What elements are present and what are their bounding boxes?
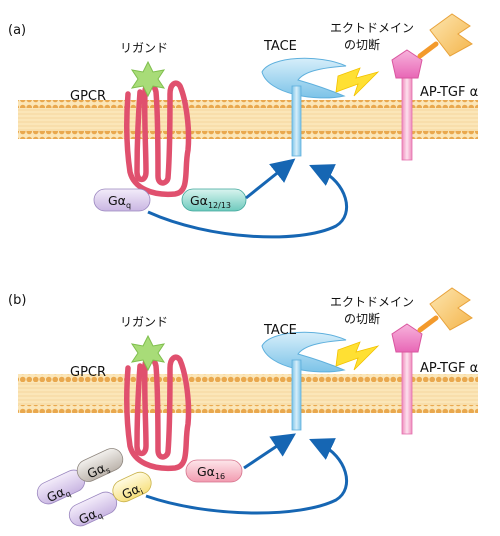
panel-label: (b) [8,293,26,308]
ap-tgf-alpha-label: AP-TGF α [420,85,478,100]
galpha-16-pill: Gα16 [185,459,243,483]
svg-text:Gαq: Gαq [108,193,131,210]
panel-a: (a) GPCR リガンド TACE エクトドメイン の切断 [8,13,478,239]
cell-membrane [18,100,478,139]
gpcr-receptor [123,354,192,472]
ap-tgf-alpha [391,13,473,161]
svg-text:Gαq: Gαq [76,504,104,529]
galpha-q-pill: Gαq [93,188,151,212]
ap-tgf-alpha [391,287,473,435]
svg-text:Gα12/13: Gα12/13 [190,193,231,210]
ligand-star [130,334,166,372]
ligand-label: リガンド [120,315,168,329]
shedding-label-line1: エクトドメイン [330,21,414,35]
arrow-g16-to-tace [243,433,296,470]
svg-text:Gα16: Gα16 [197,464,225,481]
gpcr-label: GPCR [70,89,106,104]
tace-label: TACE [263,39,297,54]
arrow-gproteins-to-tace [145,438,348,515]
arrow-g1213-to-tace [245,158,296,200]
svg-text:Gαi: Gαi [119,480,144,504]
cleavage-bolt [335,67,380,97]
shedding-label-line2: の切断 [344,311,380,326]
shedding-label-line1: エクトドメイン [330,295,414,309]
svg-text:Gαq: Gαq [44,482,72,507]
cell-membrane [18,374,478,413]
arrow-gq-to-tace [147,164,348,239]
galpha-i-pill: Gαi [112,471,152,504]
tace-label: TACE [263,323,297,338]
shedding-label-line2: の切断 [344,37,380,52]
ligand-label: リガンド [120,41,168,55]
galpha-s-pill: Gαs [76,448,124,483]
gpcr-label: GPCR [70,365,106,380]
cleavage-bolt [335,341,380,371]
ligand-star [130,60,166,98]
panel-label: (a) [8,23,26,38]
galpha-q-pill-bottom: Gαq [68,491,118,529]
ap-tgf-alpha-label: AP-TGF α [420,361,478,376]
panel-b: (b) GPCR リガンド TACE エクトドメイン の切断 AP-TGF α [8,287,478,529]
tace-protease [261,57,347,157]
tace-protease [261,331,347,431]
gpcr-receptor [123,80,192,198]
svg-text:Gαs: Gαs [85,458,112,483]
galpha-12-13-pill: Gα12/13 [181,188,247,212]
